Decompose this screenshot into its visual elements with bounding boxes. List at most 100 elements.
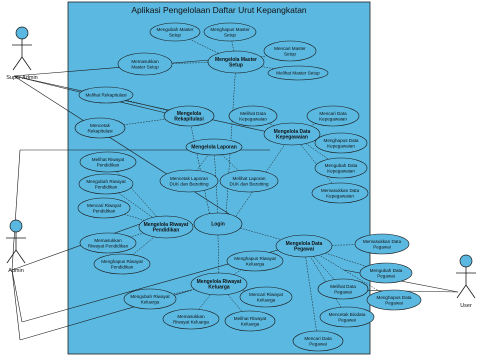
use-case-ellipse <box>239 286 293 308</box>
use-case-mengelola-laporan: Mengelola Laporan <box>185 138 243 156</box>
association-line-7 <box>11 269 21 341</box>
use-case-label: Login <box>211 222 225 228</box>
use-case-label: Pegawai <box>377 274 395 279</box>
actor-body <box>21 56 32 71</box>
use-case-ellipse <box>74 117 126 139</box>
use-case-ellipse <box>263 40 317 62</box>
use-case-melihat-master: Melihat Master Setup <box>267 65 329 81</box>
use-case-label: Master Setup <box>131 65 159 70</box>
use-case-label: Keluarga <box>257 298 276 303</box>
use-case-ellipse <box>79 232 137 254</box>
actor-body <box>15 249 26 264</box>
use-case-ellipse <box>77 197 131 219</box>
use-case-label: Melihat Riwayat <box>92 157 125 162</box>
use-case-label: Mencetak Laporan <box>170 176 208 181</box>
use-case-ellipse <box>79 151 137 173</box>
use-case-label: Kepegawaian <box>327 169 355 174</box>
use-case-ellipse <box>203 22 257 42</box>
use-case-label: Mencari Master <box>274 46 306 51</box>
use-case-label: Melihat Riwayat <box>234 316 267 321</box>
use-case-ellipse <box>267 65 329 81</box>
actor-label: Admin <box>8 268 24 274</box>
association-line-3 <box>13 75 241 222</box>
use-case-label: Mencetak Biodata <box>329 312 366 317</box>
actor-admin: Admin <box>6 219 26 274</box>
use-case-label: Setup <box>284 52 296 57</box>
use-case-label: Keluarga <box>141 300 160 305</box>
use-case-label: Kepegawaian <box>276 135 308 141</box>
actor-head <box>9 219 23 233</box>
actor-head <box>15 26 29 40</box>
use-case-label: Pendidikan <box>93 209 116 214</box>
use-case-label: Memasukkan <box>177 314 205 319</box>
use-case-ellipse <box>78 173 134 195</box>
use-case-ellipse <box>190 272 248 296</box>
use-case-label: Mencari Riwayat <box>87 203 122 208</box>
use-case-ellipse <box>275 234 333 258</box>
use-case-label: Mengubah Data <box>370 268 403 273</box>
use-case-ellipse <box>263 122 321 146</box>
use-case-label: Menghapus Data <box>377 295 412 300</box>
use-case-ellipse <box>354 233 410 255</box>
use-case-label: Setup <box>169 33 181 38</box>
use-case-ellipse <box>163 105 215 127</box>
use-case-label: Mengelola Master <box>215 57 257 63</box>
use-case-label: Melihat Rekapitulasi <box>85 93 126 98</box>
use-case-label: Mengubah Riwayat <box>86 179 126 184</box>
use-case-login: Login <box>193 212 243 236</box>
use-case-label: Riwayat Keluarga <box>173 320 209 325</box>
include-relation-18 <box>107 161 167 228</box>
use-case-ellipse <box>162 308 220 330</box>
use-case-ellipse <box>138 215 194 239</box>
use-case-label: Mengelola Riwayat <box>144 222 189 228</box>
use-case-ellipse <box>317 278 369 300</box>
use-case-ellipse <box>219 169 279 193</box>
use-case-label: Keluarga <box>208 285 230 291</box>
use-case-melihat-rekap: Melihat Rekapitulasi <box>78 86 134 104</box>
use-case-ellipse <box>311 182 369 204</box>
use-case-label: Mencari Data <box>319 111 347 116</box>
use-case-ellipse <box>314 132 368 154</box>
use-case-label: Mencari Data <box>304 336 332 341</box>
use-case-ellipse <box>366 289 422 311</box>
use-case-label: Menghapus Riwayat <box>234 256 276 261</box>
use-case-label: Pegawai <box>385 301 403 306</box>
use-case-label: Mengelola Data <box>274 129 311 135</box>
actor-label: Super Admin <box>6 75 38 81</box>
use-case-label: DUK dan Bezetting <box>229 182 269 187</box>
use-case-label: Memasukkan Data <box>363 239 402 244</box>
use-case-label: Kepegawaian <box>326 194 354 199</box>
use-case-label: Pendidikan <box>95 185 118 190</box>
actor-label: User <box>460 303 472 309</box>
use-case-ellipse <box>185 138 243 156</box>
use-case-label: Mengubah Riwayat <box>130 294 170 299</box>
use-case-ellipse <box>359 262 413 284</box>
use-case-label: Mencari Riwayat <box>249 292 284 297</box>
include-relation-8 <box>188 115 211 217</box>
use-case-ellipse <box>149 22 201 42</box>
association-line-2 <box>13 75 269 133</box>
use-case-label: Menghapus Data <box>324 138 359 143</box>
